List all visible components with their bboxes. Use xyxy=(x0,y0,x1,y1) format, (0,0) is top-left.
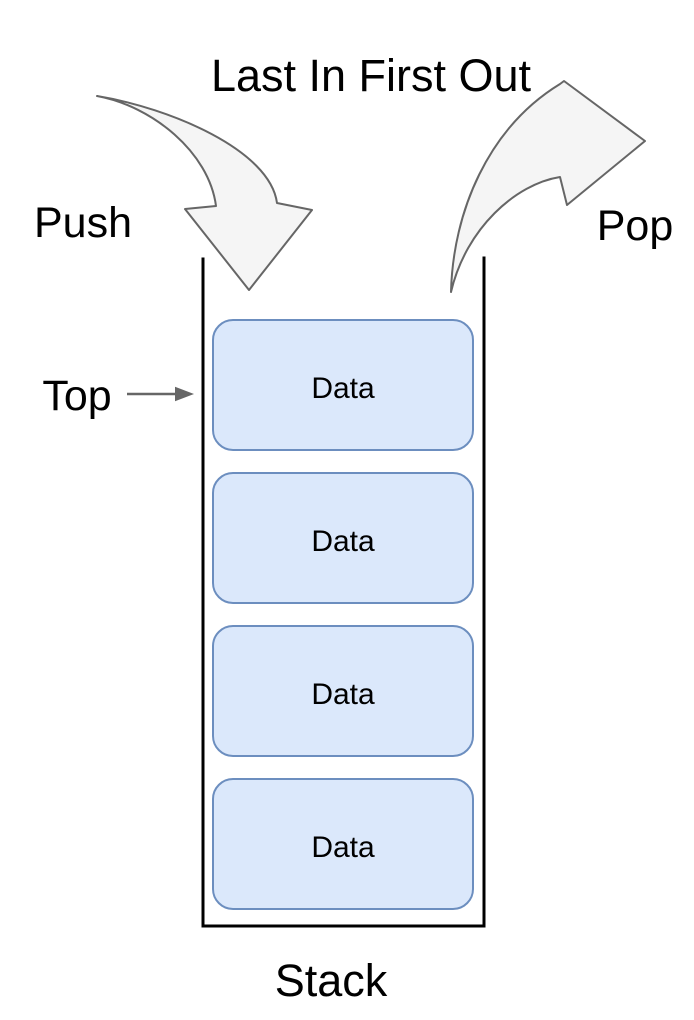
diagram-title: Last In First Out xyxy=(211,50,532,101)
data-label: Data xyxy=(311,678,375,711)
data-box xyxy=(212,778,474,910)
data-label: Data xyxy=(311,831,375,864)
stack-label: Stack xyxy=(275,955,388,1006)
top-label: Top xyxy=(42,372,111,420)
stack-container xyxy=(201,256,486,928)
stack-item: Data xyxy=(212,472,474,604)
top-pointer-arrowhead-icon xyxy=(175,386,194,402)
pop-curved-arrow-icon xyxy=(450,80,646,293)
pop-label: Pop xyxy=(597,202,674,250)
data-box xyxy=(212,472,474,604)
top-pointer: Top xyxy=(42,372,194,420)
stack-item: Data xyxy=(212,319,474,451)
data-label: Data xyxy=(311,525,375,558)
data-box xyxy=(212,625,474,757)
stack-item: Data xyxy=(212,625,474,757)
push-curved-arrow-icon xyxy=(96,95,313,291)
data-label: Data xyxy=(311,372,375,405)
stack-item: Data xyxy=(212,778,474,910)
push-label: Push xyxy=(34,199,132,247)
data-box xyxy=(212,319,474,451)
